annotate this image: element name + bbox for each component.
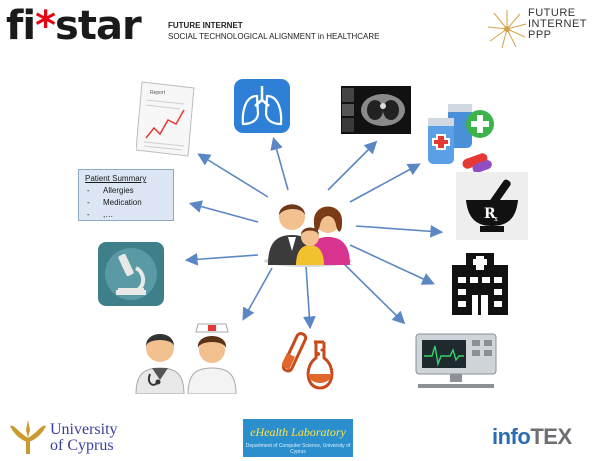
ct-scan-icon [341,86,411,134]
summary-item: -,… [87,210,114,219]
arrow-to-hospital [349,244,435,285]
summary-item: -Allergies [87,186,134,195]
lungs-icon [234,79,290,133]
arrow-to-microscope [184,252,259,266]
fistar-logo: fi*star [6,3,142,49]
medicine-bottles-icon [428,104,494,173]
arrow-to-rx [355,224,444,238]
arrow-to-ct [327,140,378,191]
university-of-cyprus-logo: University of Cyprus [50,421,118,454]
monitor-icon [415,333,497,388]
report-title: Report [150,90,166,96]
arrow-to-report [197,153,269,198]
arrow-to-doctors [242,267,273,321]
arrow-to-medicine [349,163,421,203]
ehealth-laboratory-logo: eHealth Laboratory Department of Compute… [243,419,353,457]
hospital-icon [452,253,508,315]
svg-text:x: x [494,215,498,223]
header-line-2: SOCIAL TECHNOLOGICAL ALIGNMENT in HEALTH… [168,32,380,41]
family-icon [264,204,352,267]
arrow-to-summary [188,200,259,223]
ehealth-subtitle: Department of Computer Science, Universi… [245,443,351,455]
arrow-to-flasks [302,265,316,330]
patient-summary-title: Patient Summary [85,174,147,183]
patient-summary-box: Patient Summary -Allergies -Medication -… [78,169,174,221]
ucy-crest-icon [10,420,46,454]
mortar-pestle-rx-icon: R x [456,172,528,240]
ppp-burst-icon [487,10,527,49]
infotex-logo: infoTEX [492,424,572,449]
microscope-icon [98,242,164,306]
ehealth-title: eHealth Laboratory [250,425,346,439]
header-line-1: FUTURE INTERNET [168,21,243,30]
flasks-icon [282,331,334,390]
svg-text:R: R [484,206,496,222]
doctors-icon [135,323,237,394]
summary-item: -Medication [87,198,142,207]
arrow-to-monitor [337,257,406,325]
report-chart-icon: Report [136,81,195,157]
arrow-to-lungs [270,136,289,191]
